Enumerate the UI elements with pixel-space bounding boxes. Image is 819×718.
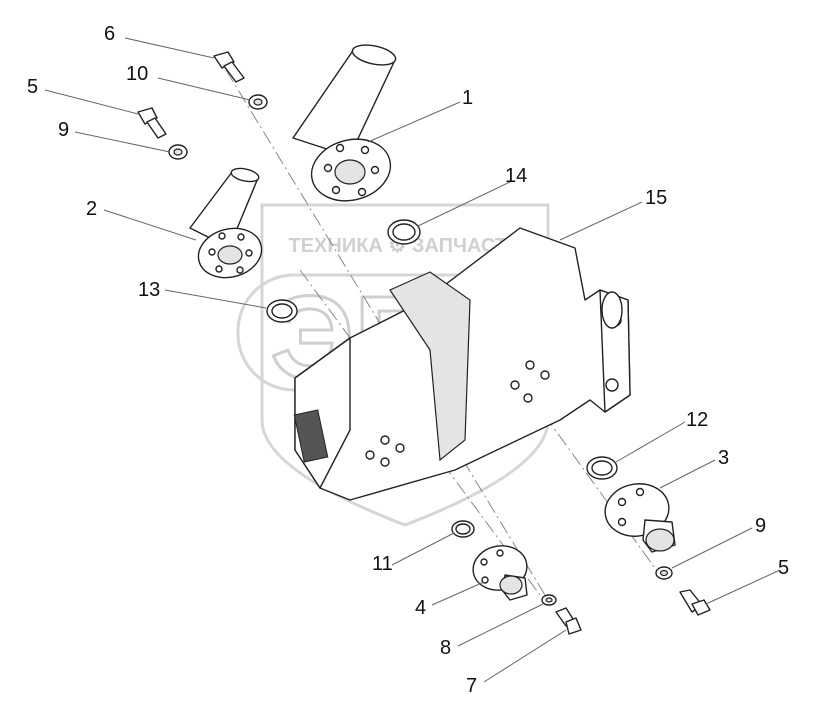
pump-center-section <box>389 271 471 462</box>
part-4-bore <box>499 575 523 595</box>
part-13-o-ring-inner <box>271 303 293 319</box>
part-3-pressure-flange <box>604 483 676 553</box>
callout-11: 11 <box>372 553 393 575</box>
part-14-o-ring-inner <box>392 223 416 241</box>
callout-5-upper: 5 <box>27 76 38 98</box>
watermark-shield <box>260 203 550 527</box>
callout-8: 8 <box>440 637 451 659</box>
callout-13: 13 <box>138 279 160 301</box>
part-2-flange-pipe <box>189 167 263 279</box>
callout-9-upper: 9 <box>58 119 69 141</box>
part-6-bolt-shank <box>223 61 245 83</box>
callout-14: 14 <box>505 165 527 187</box>
part-4-pressure-flange <box>472 545 528 601</box>
mount-hole-lower <box>605 378 619 392</box>
part-11-o-ring-inner <box>455 523 471 535</box>
pump-shaft <box>601 291 623 329</box>
part-5-bolt-shank-upper <box>146 117 167 139</box>
part-3-bore <box>645 528 675 552</box>
axis-line-upper <box>225 69 549 601</box>
o-rings <box>266 219 618 538</box>
watermark-top-text: ТЕХНИКА ⚙ ЗАПЧАСТИ <box>288 235 521 257</box>
part-12-o-ring-inner <box>591 460 613 476</box>
callout-10: 10 <box>126 63 148 85</box>
part-2-bore <box>217 245 243 265</box>
part-1-bore <box>334 159 366 185</box>
part-2-pipe-mouth <box>230 167 260 183</box>
callout-12: 12 <box>686 409 708 431</box>
callout-1: 1 <box>462 87 473 109</box>
axis-line-right <box>529 394 661 576</box>
part-1-pipe <box>292 51 396 151</box>
part-5-bolt-head-lower <box>691 599 711 616</box>
leader-lines <box>44 37 781 683</box>
callout-labels: 6 10 5 9 1 14 15 2 13 12 3 9 5 11 4 8 7 <box>27 23 789 697</box>
callout-15: 15 <box>645 187 667 209</box>
callout-7: 7 <box>466 675 477 697</box>
part-1-flange-pipe <box>292 44 397 202</box>
callout-2: 2 <box>86 198 97 220</box>
callout-5-lower: 5 <box>778 557 789 579</box>
callout-4: 4 <box>415 597 426 619</box>
fasteners <box>137 51 711 635</box>
part-7-bolt-head <box>565 617 582 635</box>
part-15-pump-body <box>293 227 631 501</box>
callout-9-lower: 9 <box>755 515 766 537</box>
callout-3: 3 <box>718 447 729 469</box>
pump-rear-port <box>293 409 329 463</box>
callout-6: 6 <box>104 23 115 45</box>
part-1-pipe-mouth <box>351 44 397 66</box>
